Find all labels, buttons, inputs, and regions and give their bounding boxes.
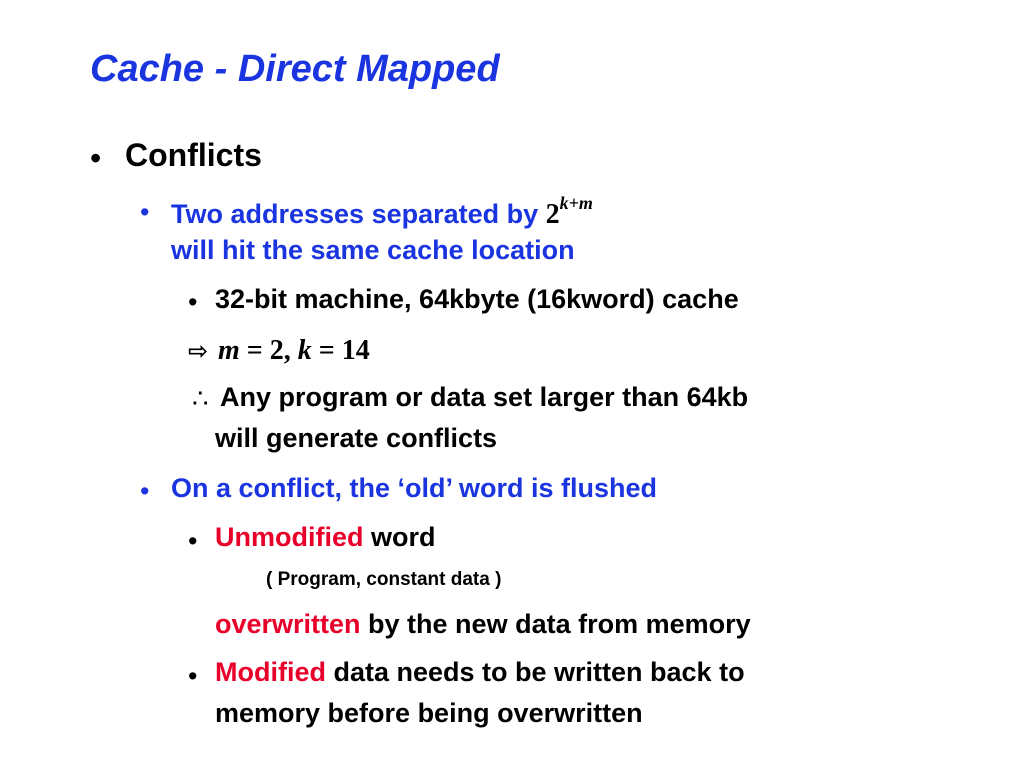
any-program-text: Any program or data set larger than 64kb bbox=[220, 382, 749, 412]
overwritten-highlight: overwritten bbox=[215, 609, 361, 639]
slide-title: Cache - Direct Mapped bbox=[90, 48, 500, 90]
generate-conflicts-text: will generate conflicts bbox=[215, 423, 498, 453]
power-exponent: k+m bbox=[559, 193, 593, 213]
bullet-marker: • bbox=[188, 661, 198, 691]
therefore-icon: ∴ bbox=[192, 384, 209, 413]
bullet-marker: • bbox=[188, 526, 198, 556]
power-base: 2 bbox=[545, 199, 560, 230]
machine-spec-text: 32-bit machine, 64kbyte (16kword) cache bbox=[215, 284, 739, 314]
overwritten-line: overwritten by the new data from memory bbox=[215, 609, 751, 640]
math-m-var: m bbox=[218, 335, 240, 366]
heading-conflicts: Conflicts bbox=[125, 137, 262, 173]
bullet-marker: • bbox=[188, 287, 198, 317]
two-addresses-line: Two addresses separated by 2k+m bbox=[171, 193, 593, 231]
math-m-eq: = 2, bbox=[239, 335, 298, 366]
unmodified-highlight: Unmodified bbox=[215, 522, 364, 552]
unmodified-line: Unmodified word bbox=[215, 522, 436, 553]
modified-rest: data needs to be written back to bbox=[325, 657, 745, 687]
same-location-text: will hit the same cache location bbox=[171, 235, 575, 265]
on-conflict-text: On a conflict, the ‘old’ word is flushed bbox=[171, 473, 658, 503]
implies-arrow-icon: ⇨ bbox=[188, 338, 209, 365]
modified-line: Modified data needs to be written back t… bbox=[215, 657, 745, 688]
two-addresses-text: Two addresses separated by bbox=[171, 199, 546, 229]
modified-highlight: Modified bbox=[215, 657, 326, 687]
bullet-marker: • bbox=[140, 476, 150, 506]
math-k-eq: = 14 bbox=[311, 335, 370, 366]
unmodified-rest: word bbox=[363, 522, 436, 552]
math-expression: m = 2, k = 14 bbox=[218, 335, 370, 367]
program-constant-note: ( Program, constant data ) bbox=[266, 569, 502, 590]
overwritten-rest: by the new data from memory bbox=[360, 609, 751, 639]
bullet-marker: • bbox=[90, 140, 102, 176]
math-k-var: k bbox=[297, 335, 312, 366]
modified-line-2: memory before being overwritten bbox=[215, 698, 643, 728]
bullet-marker: • bbox=[140, 197, 150, 227]
